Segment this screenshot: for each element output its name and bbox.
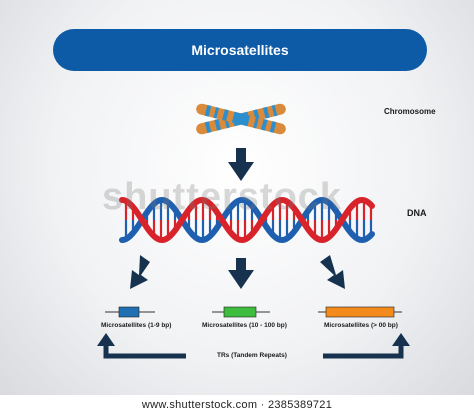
microsatellite-label-small: Microsatellites (1-9 bp) (101, 322, 172, 329)
footer-bar: www.shutterstock.com · 2385389721 (0, 395, 474, 415)
microsatellite-bar-large (318, 306, 402, 318)
arrow-down-right-icon (320, 255, 345, 289)
title-text: Microsatellites (191, 42, 289, 58)
arrow-down-icon (228, 148, 254, 181)
microsatellite-label-large: Microsatellites (> 00 bp) (324, 322, 398, 329)
microsatellite-bar-small (105, 306, 155, 318)
microsatellite-label-medium: Microsatellites (10 - 100 bp) (202, 322, 287, 329)
tandem-repeats-label: TRs (Tandem Repeats) (217, 352, 287, 359)
arrow-down-left-icon (130, 255, 150, 289)
return-arrow-right-icon (323, 333, 410, 359)
chromosome-label: Chromosome (384, 107, 436, 116)
chromosome-icon (196, 103, 286, 135)
watermark-text: shutterstock (102, 176, 343, 218)
microsatellite-bar-medium (212, 306, 270, 318)
footer-text: www.shutterstock.com · 2385389721 (141, 399, 333, 411)
dna-helix-icon (119, 196, 375, 244)
return-arrow-left-icon (97, 333, 186, 359)
arrow-down-icon (228, 258, 254, 289)
title-banner: Microsatellites (53, 29, 427, 71)
dna-label: DNA (407, 208, 427, 218)
